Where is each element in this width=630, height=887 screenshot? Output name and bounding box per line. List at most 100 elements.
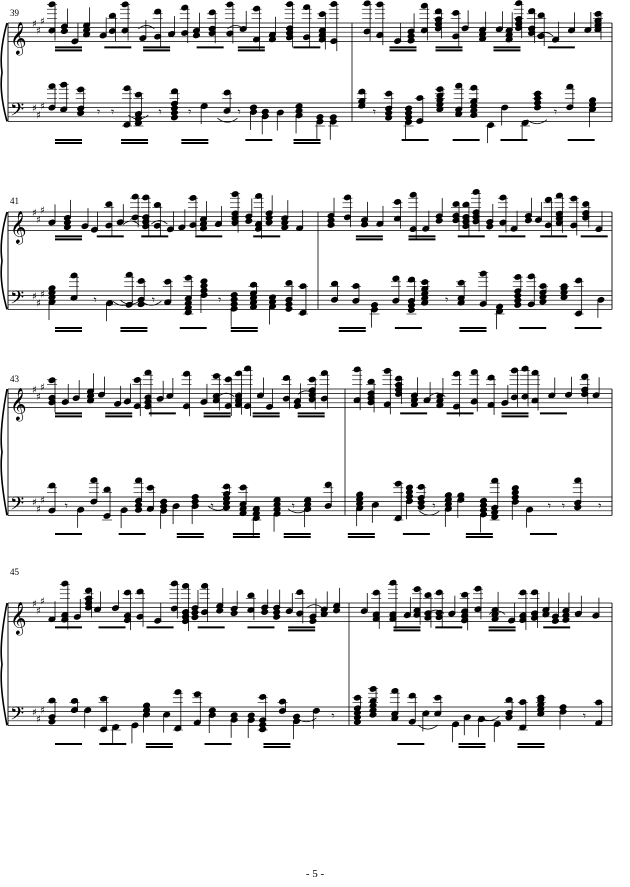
treble-high-note bbox=[189, 194, 197, 201]
rest: 𝄾 bbox=[373, 105, 376, 119]
slur bbox=[217, 117, 238, 123]
system-4-brace bbox=[0, 602, 8, 726]
bass-note bbox=[160, 498, 168, 505]
treble-high-note bbox=[247, 592, 255, 599]
slur bbox=[419, 510, 440, 516]
bass-high-note bbox=[249, 281, 258, 288]
bass-note bbox=[495, 303, 504, 310]
treble-high-note bbox=[528, 8, 536, 14]
bass-note bbox=[191, 493, 199, 500]
bass-clef: 𝄢 bbox=[10, 100, 24, 125]
bass-note bbox=[559, 704, 567, 711]
tie bbox=[306, 604, 323, 609]
treble-high-note bbox=[452, 201, 460, 207]
measure-number-39: 39 bbox=[10, 8, 19, 18]
key-sharp: ♯ bbox=[32, 19, 37, 30]
bass-high-note bbox=[170, 88, 179, 95]
key-sharp: ♯ bbox=[36, 392, 41, 403]
treble-high-note bbox=[108, 12, 117, 19]
bass-high-note bbox=[48, 697, 56, 704]
tie bbox=[536, 32, 554, 37]
key-sharp: ♯ bbox=[32, 498, 37, 509]
rest: 𝄾 bbox=[97, 105, 100, 119]
bass-clef: 𝄢 bbox=[10, 494, 24, 519]
bass-note bbox=[142, 702, 151, 709]
bass-high-note bbox=[519, 699, 527, 705]
rest: 𝄾 bbox=[211, 499, 214, 513]
key-sharp: ♯ bbox=[40, 495, 45, 506]
key-sharp: ♯ bbox=[32, 292, 37, 303]
bass-high-note bbox=[392, 275, 400, 282]
measure-number-41: 41 bbox=[10, 196, 19, 206]
bass-high-note bbox=[48, 83, 56, 90]
key-sharp: ♯ bbox=[40, 383, 45, 394]
bass-note bbox=[511, 485, 519, 491]
bass-high-note bbox=[137, 278, 145, 284]
bass-high-note bbox=[352, 283, 360, 289]
key-sharp: ♯ bbox=[36, 111, 41, 122]
bass-note bbox=[457, 492, 465, 499]
treble-high-note bbox=[181, 582, 190, 589]
key-sharp: ♯ bbox=[32, 104, 37, 115]
rest: 𝄾 bbox=[237, 105, 240, 119]
treble-high-note bbox=[581, 373, 589, 380]
key-sharp: ♯ bbox=[36, 606, 41, 617]
treble-high-note bbox=[48, 1, 56, 8]
system-3-brace bbox=[0, 388, 8, 516]
bass-high-note bbox=[239, 484, 247, 491]
slur bbox=[478, 716, 500, 721]
key-sharp: ♯ bbox=[40, 597, 45, 608]
treble-high-note bbox=[409, 191, 417, 198]
treble-clef: 𝄞 bbox=[10, 387, 27, 421]
treble-high-note bbox=[224, 376, 232, 383]
bass-note bbox=[444, 492, 452, 499]
treble-high-note bbox=[131, 193, 139, 200]
slur bbox=[296, 717, 317, 723]
key-sharp: ♯ bbox=[36, 299, 41, 310]
treble-high-note bbox=[544, 196, 552, 203]
tie bbox=[217, 392, 235, 397]
tie bbox=[429, 392, 446, 397]
rest: 𝄾 bbox=[331, 709, 334, 723]
rest: 𝄾 bbox=[432, 499, 435, 513]
bass-note bbox=[588, 97, 597, 104]
treble-high-note bbox=[234, 370, 243, 377]
treble-high-note bbox=[499, 194, 507, 201]
rest: 𝄾 bbox=[218, 293, 221, 307]
treble-high-note bbox=[474, 585, 482, 592]
treble-high-note bbox=[537, 12, 545, 19]
key-sharp: ♯ bbox=[36, 26, 41, 37]
treble-high-note bbox=[420, 2, 428, 9]
rest: 𝄾 bbox=[554, 105, 557, 119]
bass-high-note bbox=[103, 486, 111, 493]
bass-high-note bbox=[416, 95, 424, 101]
page-number: - 5 - bbox=[305, 868, 325, 880]
tie bbox=[427, 609, 445, 614]
treble-high-note bbox=[343, 194, 352, 201]
tie bbox=[227, 24, 244, 30]
rest: 𝄾 bbox=[65, 499, 68, 513]
rest: 𝄾 bbox=[152, 293, 155, 307]
treble-clef: 𝄞 bbox=[10, 210, 27, 244]
bass-note bbox=[304, 497, 312, 503]
bass-note bbox=[273, 497, 281, 503]
treble-high-note bbox=[144, 369, 152, 376]
bass-note bbox=[261, 108, 269, 115]
rest: 𝄾 bbox=[188, 105, 191, 119]
tie bbox=[151, 220, 168, 225]
rest: 𝄾 bbox=[158, 105, 161, 119]
treble-high-note bbox=[84, 587, 93, 594]
bass-note bbox=[356, 491, 364, 498]
bass-high-note bbox=[90, 477, 98, 484]
treble-high-note bbox=[200, 582, 209, 589]
bass-high-note bbox=[539, 283, 547, 289]
treble-clef: 𝄞 bbox=[10, 601, 27, 635]
treble-high-note bbox=[296, 589, 304, 596]
slur bbox=[417, 724, 439, 730]
bass-note bbox=[316, 114, 324, 120]
key-sharp: ♯ bbox=[36, 715, 41, 726]
treble-high-note bbox=[252, 5, 261, 12]
rest: 𝄾 bbox=[111, 105, 114, 119]
bass-high-note bbox=[184, 274, 192, 281]
system-2-brace bbox=[0, 211, 8, 310]
